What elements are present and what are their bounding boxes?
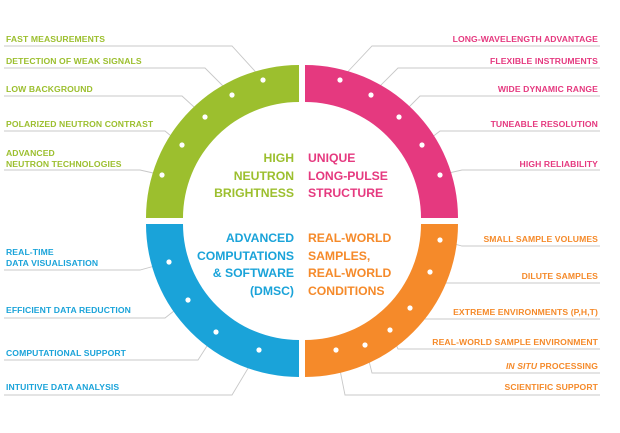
ring-segment-high-neutron-brightness [146, 65, 299, 218]
label-in-situ-processing: IN SITU PROCESSING [506, 361, 598, 372]
label-polarized-neutron-contrast: POLARIZED NEUTRON CONTRAST [6, 119, 154, 129]
label-fast-measurements: FAST MEASUREMENTS [6, 34, 106, 44]
label-efficient-data-reduction: EFFICIENT DATA REDUCTION [6, 305, 131, 315]
label-detection-weak-signals: DETECTION OF WEAK SIGNALS [6, 56, 142, 66]
connector-dot [229, 92, 235, 98]
label-line: NEUTRON TECHNOLOGIES [6, 159, 122, 169]
connector-dot [260, 77, 266, 83]
label-line: ADVANCED [6, 148, 55, 158]
ring-segment-advanced-computations [146, 224, 299, 377]
connector-dot [337, 77, 343, 83]
title-line: NEUTRON [233, 168, 294, 183]
connector-dot [213, 329, 219, 335]
quadrant-title-unique-long-pulse-structure: UNIQUE LONG-PULSE STRUCTURE [308, 150, 388, 203]
title-line: UNIQUE [308, 151, 356, 165]
label-small-sample-volumes: SMALL SAMPLE VOLUMES [483, 234, 598, 244]
connector-line [339, 45, 600, 81]
connector-dot [437, 237, 443, 243]
label-wide-dynamic-range: WIDE DYNAMIC RANGE [497, 84, 598, 94]
label-low-background: LOW BACKGROUND [6, 84, 93, 94]
label-flexible-instruments: FLEXIBLE INSTRUMENTS [490, 56, 598, 66]
ring-segment-unique-long-pulse-structure [305, 65, 458, 218]
connector-dot [333, 347, 339, 353]
quadrant-title-advanced-computations: ADVANCED COMPUTATIONS & SOFTWARE (DMSC) [197, 230, 294, 300]
connector-line [4, 45, 264, 81]
connector-dot [166, 259, 172, 265]
connector-dot [179, 142, 185, 148]
title-line: ADVANCED [225, 231, 294, 245]
label-scientific-support: SCIENTIFIC SUPPORT [504, 382, 598, 392]
connector-dot [437, 172, 443, 178]
title-line: STRUCTURE [308, 186, 384, 200]
label-intuitive-data-analysis: INTUITIVE DATA ANALYSIS [6, 382, 120, 392]
connector-line [398, 95, 600, 118]
connector-dot [202, 114, 208, 120]
title-line: (DMSC) [249, 283, 294, 298]
label-extreme-environments: EXTREME ENVIRONMENTS (P,H,T) [453, 307, 598, 317]
connector-line [4, 130, 183, 146]
connector-dot [362, 342, 368, 348]
ring-segment-real-world-samples [305, 224, 458, 377]
quadrant-title-high-neutron-brightness: HIGH NEUTRON BRIGHTNESS [214, 150, 294, 203]
label-advanced-neutron-technologies: ADVANCED NEUTRON TECHNOLOGIES [6, 148, 122, 170]
label-part-in-situ: IN SITU [505, 361, 538, 371]
label-real-world-sample-environment: REAL-WORLD SAMPLE ENVIRONMENT [432, 337, 598, 347]
connector-dot [185, 297, 191, 303]
label-part-processing: PROCESSING [537, 361, 598, 371]
title-line: & SOFTWARE [212, 266, 294, 280]
label-dilute-samples: DILUTE SAMPLES [521, 271, 598, 281]
title-line: SAMPLES, [308, 248, 371, 263]
connector-line [4, 95, 206, 118]
connector-dot [407, 305, 413, 311]
label-tuneable-resolution: TUNEABLE RESOLUTION [490, 119, 598, 129]
quadrant-title-real-world-samples: REAL-WORLD SAMPLES, REAL-WORLD CONDITION… [308, 230, 391, 300]
connector-dot [419, 142, 425, 148]
connector-dot [256, 347, 262, 353]
title-line: REAL-WORLD [308, 266, 392, 280]
label-high-reliability: HIGH RELIABILITY [519, 159, 598, 169]
title-line: HIGH [263, 151, 294, 165]
connector-dot [396, 114, 402, 120]
title-line: REAL-WORLD [308, 231, 392, 245]
title-line: CONDITIONS [308, 283, 385, 298]
label-real-time-data-visualisation: REAL-TIME DATA VISUALISATION [6, 247, 98, 269]
connector-line [439, 169, 600, 176]
connector-line [4, 169, 163, 176]
ring [146, 65, 458, 377]
connector-dot [387, 327, 393, 333]
connector-dot [159, 172, 165, 178]
connector-line [421, 130, 600, 146]
label-line: REAL-TIME [6, 247, 54, 257]
label-long-wavelength-advantage: LONG-WAVELENGTH ADVANTAGE [452, 34, 598, 44]
title-line: COMPUTATIONS [196, 248, 294, 263]
connector-dot [427, 269, 433, 275]
connector-dot [368, 92, 374, 98]
title-line: LONG-PULSE [308, 168, 388, 183]
label-line: DATA VISUALISATION [6, 258, 99, 268]
connector-dots [159, 77, 443, 353]
title-line: BRIGHTNESS [214, 186, 294, 200]
label-computational-support: COMPUTATIONAL SUPPORT [6, 348, 127, 358]
